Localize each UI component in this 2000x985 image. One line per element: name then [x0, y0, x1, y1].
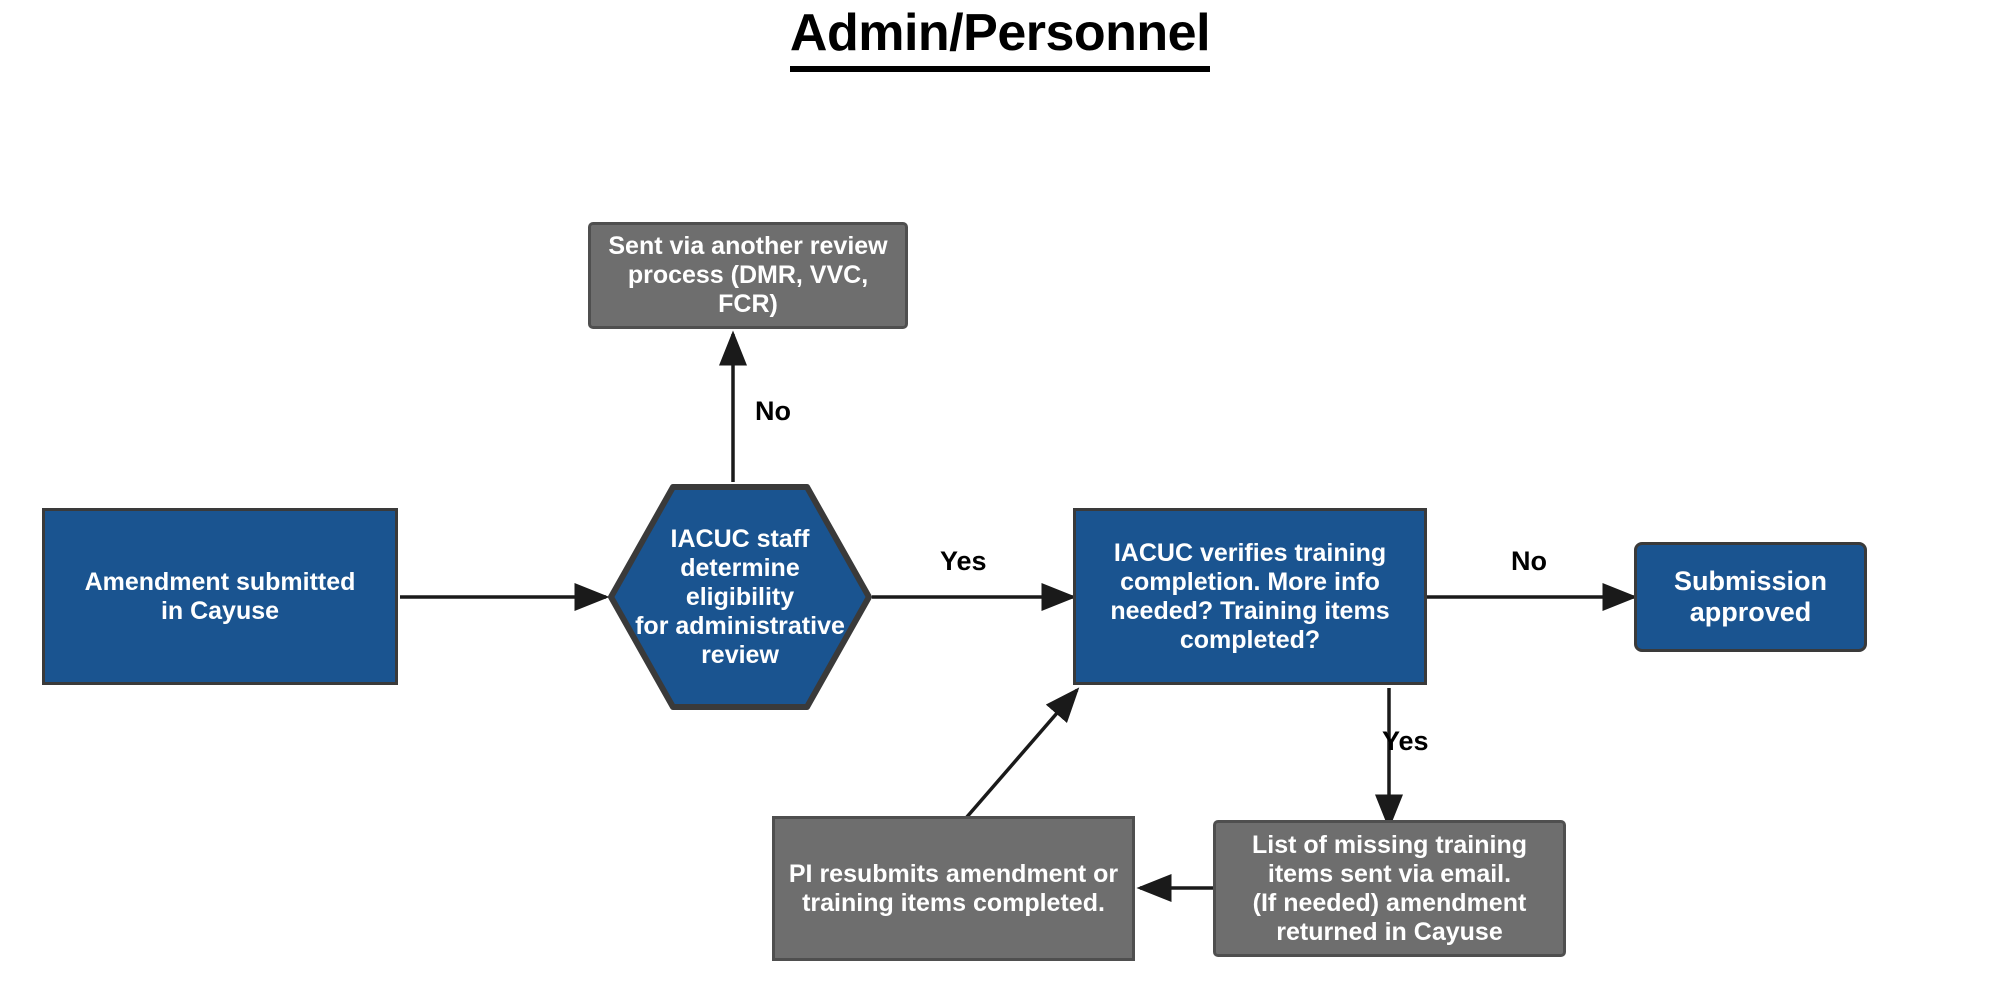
node-verifies-training[interactable]: IACUC verifies training completion. More…: [1073, 508, 1427, 685]
page-title-text: Admin/Personnel: [789, 4, 1211, 72]
hexagon-shape: [608, 484, 872, 710]
edge-label-training-no: No: [1511, 546, 1547, 576]
node-determine-eligibility-label: IACUC staff determine eligibility for ad…: [635, 524, 845, 669]
node-another-review-process[interactable]: Sent via another review process (DMR, VV…: [588, 222, 908, 329]
edge-label-eligibility-yes: Yes: [940, 546, 987, 576]
node-determine-eligibility[interactable]: IACUC staff determine eligibility for ad…: [606, 482, 874, 712]
edge-label-training-yes: Yes: [1382, 726, 1429, 756]
page-title: Admin/Personnel: [0, 3, 2000, 72]
edge-pi-resubmits-to-verifies-training: [964, 687, 1080, 820]
edge-label-eligibility-no: No: [755, 396, 791, 426]
node-amendment-submitted[interactable]: Amendment submitted in Cayuse: [42, 508, 398, 685]
node-missing-training-items[interactable]: List of missing training items sent via …: [1213, 820, 1566, 957]
node-pi-resubmits[interactable]: PI resubmits amendment or training items…: [772, 816, 1135, 961]
node-submission-approved[interactable]: Submission approved: [1634, 542, 1867, 652]
